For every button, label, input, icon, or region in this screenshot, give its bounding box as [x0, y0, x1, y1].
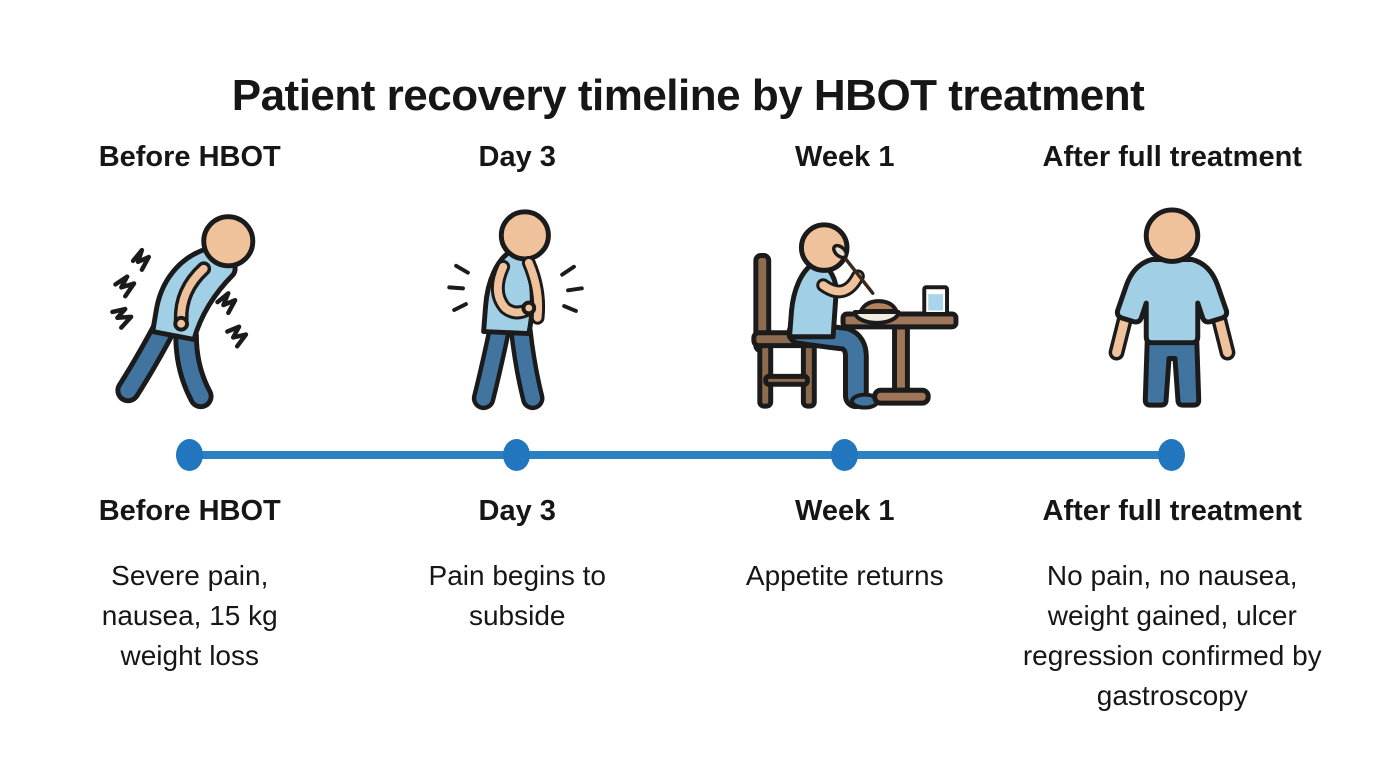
stage-label-bottom-day-3: Day 3	[478, 495, 556, 527]
stage-description-week-1: Appetite returns	[745, 560, 944, 591]
person-eating-at-table-icon	[751, 222, 959, 410]
person-slightly-bent-icon	[447, 209, 585, 411]
spoon-icon	[841, 253, 875, 295]
bowl-icon	[852, 310, 901, 325]
pain-bolts-left	[109, 247, 151, 330]
pain-marks-right	[560, 264, 585, 313]
stage-labels-top: Before HBOT Day 3 Week 1 After full trea…	[26, 140, 1336, 174]
stage-label-bottom-before-hbot: Before HBOT	[98, 495, 281, 527]
stage-label-top-week-1: Week 1	[795, 141, 895, 173]
stage-label-top-before-hbot: Before HBOT	[98, 141, 281, 173]
pain-marks-left	[447, 263, 471, 312]
stage-label-top-after-full-treatment: After full treatment	[1042, 141, 1302, 173]
timeline-dot	[503, 439, 530, 471]
stage-figures	[26, 196, 1336, 416]
stage-description-before-hbot: Severe pain, nausea, 15 kg weight loss	[101, 560, 278, 671]
person-standing-recovered-icon	[1108, 207, 1236, 408]
cup-icon	[922, 285, 949, 316]
stage-description-day-3: Pain begins to subside	[428, 560, 606, 631]
stage-label-bottom-week-1: Week 1	[795, 495, 895, 527]
person-hunched-pain-icon	[109, 214, 256, 410]
page-title: Patient recovery timeline by HBOT treatm…	[231, 71, 1145, 121]
stage-label-bottom-after-full-treatment: After full treatment	[1042, 495, 1302, 527]
stage-label-top-day-3: Day 3	[478, 141, 556, 173]
timeline-line	[190, 451, 1172, 459]
timeline-dot	[1158, 439, 1185, 471]
stage-descriptions: Severe pain, nausea, 15 kg weight loss P…	[26, 556, 1336, 716]
timeline-dot	[176, 439, 203, 471]
timeline-dot	[831, 439, 858, 471]
stage-description-after-full-treatment: No pain, no nausea, weight gained, ulcer…	[1022, 560, 1322, 711]
food-icon	[858, 299, 899, 313]
pain-bolts-right	[215, 291, 248, 349]
stage-labels-bottom: Before HBOT Day 3 Week 1 After full trea…	[26, 494, 1336, 528]
